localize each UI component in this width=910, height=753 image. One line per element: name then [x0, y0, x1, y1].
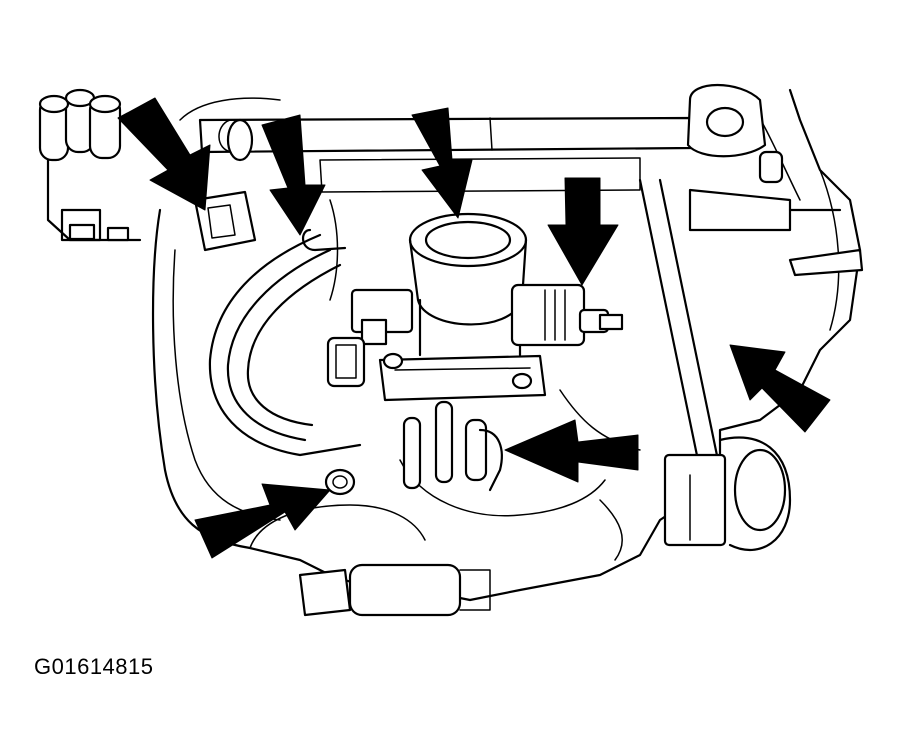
- callout-arrow-tps: [547, 177, 619, 286]
- throttle-body: [378, 212, 547, 402]
- throttle-position-sensor: [510, 283, 624, 347]
- lower-fitting: [298, 563, 491, 617]
- callout-arrow-right-pipe: [729, 344, 831, 433]
- callout-arrow-sensor: [117, 97, 211, 211]
- right-side-components: [638, 83, 864, 551]
- figure-id-label: G01614815: [34, 654, 154, 679]
- spark-plug-boots: [38, 88, 142, 242]
- callout-arrow-bolt: [194, 483, 331, 559]
- coolant-temp-sensor: [193, 118, 257, 252]
- vacuum-ports: [324, 400, 503, 496]
- callout-arrow-vacuum-port: [504, 419, 639, 483]
- callout-arrow-throttle-body: [411, 107, 473, 219]
- callout-arrow-harness: [261, 114, 326, 236]
- callout-arrows: [117, 97, 831, 559]
- iac-connector: [326, 288, 414, 388]
- wiring-harness: [208, 199, 362, 457]
